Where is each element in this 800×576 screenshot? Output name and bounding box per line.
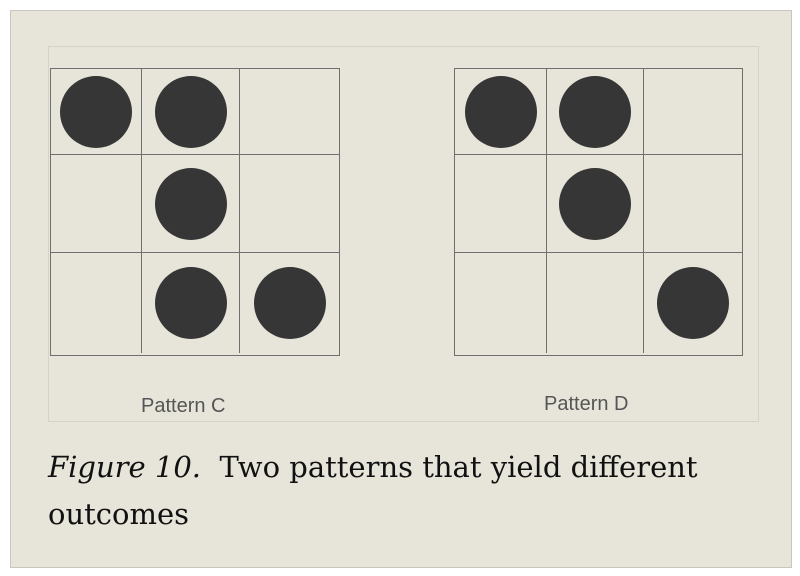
pattern-d-grid — [454, 68, 743, 356]
figure-number: Figure 10. — [48, 450, 202, 484]
pattern-c-dot — [253, 267, 326, 339]
pattern-d-dot — [559, 75, 631, 148]
pattern-d-dot — [464, 75, 537, 148]
pattern-c-cell — [51, 155, 142, 253]
pattern-d-cell — [547, 253, 644, 353]
pattern-c-dot — [60, 75, 132, 148]
pattern-d-dot — [559, 167, 631, 240]
pattern-d-cell — [644, 69, 742, 155]
pattern-d-cell — [644, 155, 742, 253]
pattern-c-dot — [154, 267, 227, 339]
pattern-c-cell — [240, 253, 339, 353]
pattern-d-cell — [455, 253, 547, 353]
pattern-d-cell — [644, 253, 742, 353]
pattern-d-cell — [547, 155, 644, 253]
pattern-d-cell — [547, 69, 644, 155]
pattern-c-cell — [51, 69, 142, 155]
pattern-d-cell — [455, 155, 547, 253]
pattern-c-dot — [154, 167, 227, 240]
pattern-c-cell — [142, 69, 240, 155]
pattern-c-cell — [142, 253, 240, 353]
pattern-c-dot — [154, 75, 227, 148]
pattern-d-cell — [455, 69, 547, 155]
pattern-c-label: Pattern C — [141, 395, 226, 417]
pattern-c-cell — [142, 155, 240, 253]
figure-panel — [48, 46, 759, 422]
pattern-c-cell — [240, 69, 339, 155]
figure-caption: Figure 10. Two patterns that yield diffe… — [48, 444, 748, 538]
pattern-c-grid — [50, 68, 340, 356]
pattern-c-cell — [51, 253, 142, 353]
pattern-c-cell — [240, 155, 339, 253]
pattern-d-dot — [657, 267, 729, 339]
pattern-d-label: Pattern D — [544, 393, 629, 415]
caption-text: Two patterns that yield different outcom… — [48, 450, 698, 531]
